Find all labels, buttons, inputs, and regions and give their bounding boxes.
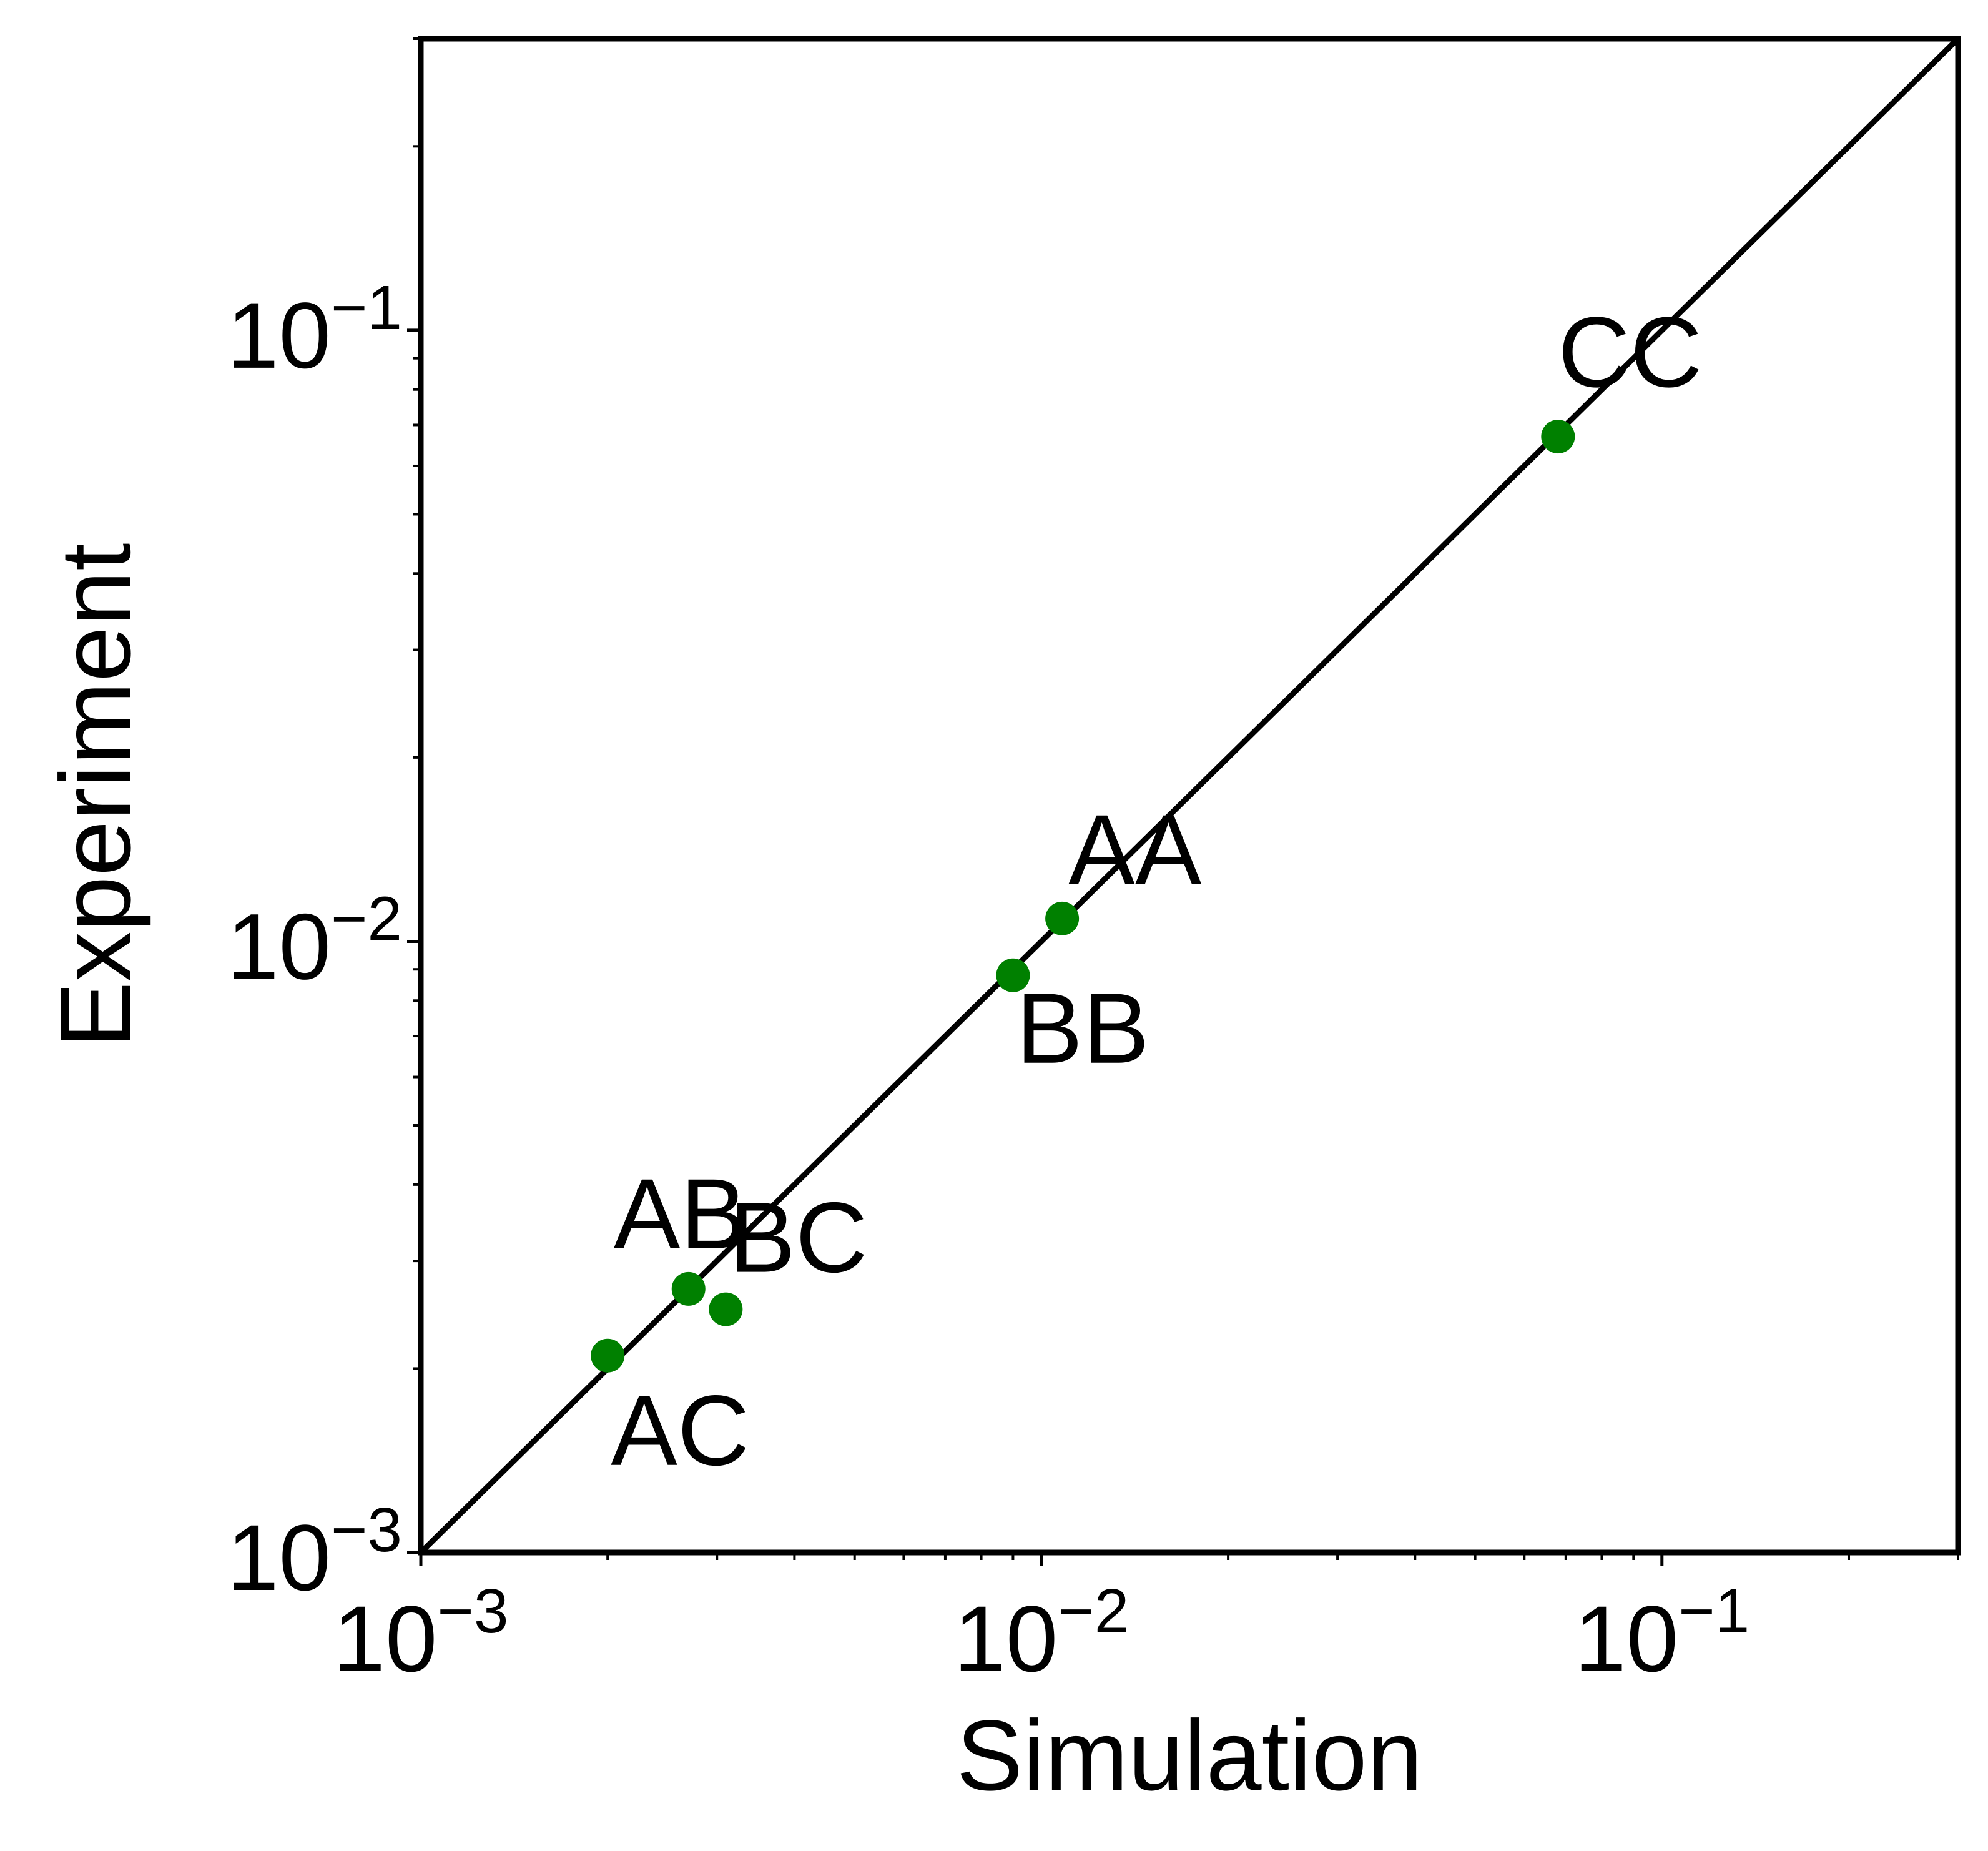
x-tick-label: 10−2 [953,1576,1129,1691]
y-axis-title: Experiment [39,543,151,1048]
point-label-cc: CC [1558,296,1702,408]
point-label-ab: AB [614,1158,747,1270]
plot-frame [418,36,1961,1556]
data-point-cc [1541,420,1575,454]
data-point-ab [671,1271,706,1306]
x-axis-title: Simulation [956,1699,1422,1811]
data-point-bc [709,1292,743,1326]
data-point-ac [591,1338,625,1373]
y-tick-label: 10−3 [227,1495,402,1610]
ticks-layer: 10−3 10−2 10−1 10−3 10−2 10−1 [227,37,1959,1691]
point-label-bc: BC [729,1182,867,1293]
points-layer [591,420,1575,1373]
point-label-ac: AC [611,1375,749,1486]
data-point-bb [996,958,1030,992]
x-tick-label: 10−3 [333,1576,509,1691]
data-point-aa [1045,901,1080,935]
y-tick-label: 10−2 [227,884,402,999]
x-tick-label: 10−1 [1574,1576,1749,1691]
point-label-aa: AA [1068,794,1202,906]
point-label-bb: BB [1016,972,1149,1084]
y-tick-label: 10−1 [227,273,402,388]
